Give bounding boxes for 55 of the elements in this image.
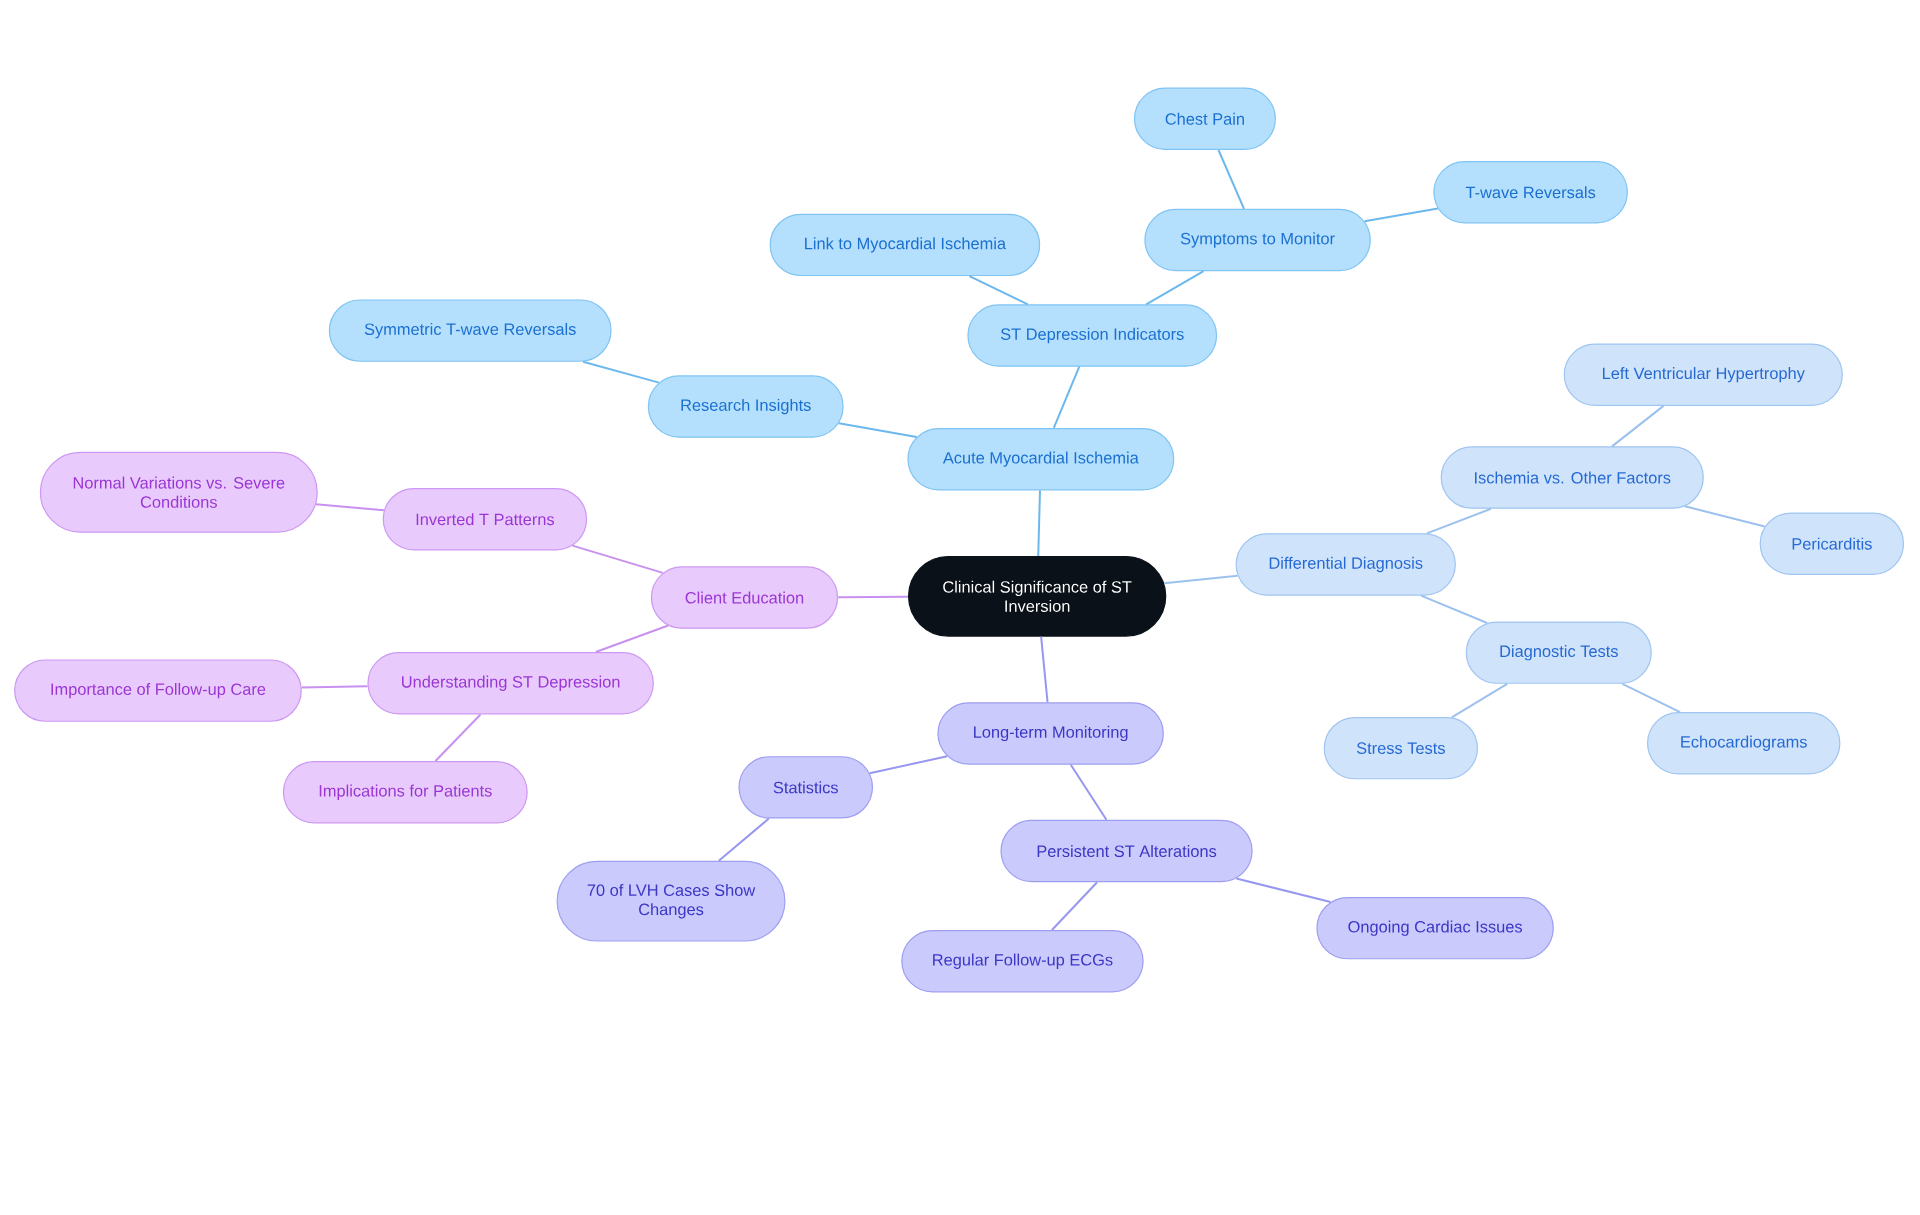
connector-line <box>1420 594 1489 625</box>
topic-pill: Long-term Monitoring <box>937 702 1164 765</box>
central-topic-box: Clinical Significance of ST Inversion <box>908 556 1167 637</box>
topic-pill: Echocardiograms <box>1647 712 1841 775</box>
topic-pill: Differential Diagnosis <box>1235 533 1456 596</box>
connector-line <box>717 817 770 862</box>
connector-line <box>1040 635 1049 704</box>
connector-line <box>1050 881 1099 932</box>
connector-line <box>434 713 482 763</box>
connector-line <box>1611 405 1665 448</box>
topic-pill: Persistent ST Alterations <box>1000 819 1253 883</box>
connector-line <box>1069 763 1108 821</box>
topic-pill: Client Education <box>650 566 839 629</box>
connector-line <box>571 544 664 575</box>
topic-pill: Regular Follow-up ECGs <box>901 930 1144 993</box>
connector-line <box>314 503 385 512</box>
connector-line <box>300 685 369 689</box>
topic-pill: Link to Myocardial Ischemia <box>769 213 1041 277</box>
connector-line <box>968 275 1029 306</box>
topic-pill: T-wave Reversals <box>1433 161 1628 224</box>
topic-pill: Inverted T Patterns <box>382 488 588 551</box>
connector-line <box>1052 365 1081 430</box>
connector-line <box>1217 149 1245 210</box>
connector-line <box>837 422 918 439</box>
connector-line <box>837 596 909 599</box>
connector-line <box>868 755 949 775</box>
connector-line <box>1145 270 1205 306</box>
topic-pill: Understanding ST Depression <box>367 652 654 715</box>
topic-pill: Pericarditis <box>1759 512 1905 576</box>
connector-line <box>582 360 660 384</box>
topic-pill: 70 of LVH Cases Show Changes <box>556 861 786 942</box>
connector-line <box>1425 507 1492 535</box>
topic-pill: Symptoms to Monitor <box>1144 208 1371 272</box>
connector-line <box>1621 683 1681 714</box>
topic-pill: Importance of Follow-up Care <box>14 659 302 722</box>
connector-line <box>1235 877 1332 904</box>
topic-pill: Implications for Patients <box>282 761 528 824</box>
topic-pill: ST Depression Indicators <box>967 304 1218 367</box>
connector-line <box>1163 574 1239 585</box>
topic-pill: Chest Pain <box>1133 87 1276 151</box>
topic-pill: Left Ventricular Hypertrophy <box>1563 343 1843 407</box>
topic-pill: Stress Tests <box>1323 717 1478 780</box>
topic-pill: Statistics <box>738 756 874 819</box>
connector-line <box>1363 207 1439 223</box>
topic-pill: Symmetric T-wave Reversals <box>328 299 612 362</box>
connector-line <box>1450 683 1509 719</box>
topic-pill: Ongoing Cardiac Issues <box>1316 897 1554 960</box>
topic-pill: Acute Myocardial Ischemia <box>907 428 1175 491</box>
connector-line <box>1683 505 1766 528</box>
connector-line <box>594 624 670 654</box>
connector-line <box>1037 489 1041 558</box>
topic-pill: Ischemia vs. Other Factors <box>1440 446 1704 509</box>
topic-pill: Diagnostic Tests <box>1465 621 1652 685</box>
topic-pill: Research Insights <box>647 375 844 438</box>
topic-pill: Normal Variations vs. Severe Conditions <box>39 452 318 533</box>
